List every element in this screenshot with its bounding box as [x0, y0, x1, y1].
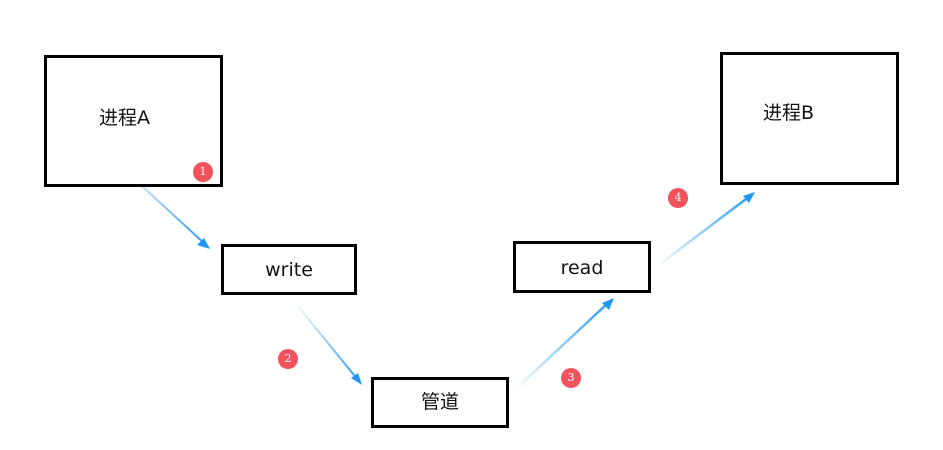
pipe-label: 管道 [420, 391, 459, 413]
process-a-label: 进程A [99, 107, 150, 129]
write-label: write [265, 259, 313, 281]
step-badge-1: 1 [193, 162, 213, 182]
read-label: read [560, 257, 604, 279]
process-a-box: 进程A [44, 55, 223, 187]
arrow-2 [296, 304, 362, 385]
pipe-box: 管道 [371, 377, 509, 428]
process-b-label: 进程B [763, 102, 815, 124]
step-badge-3: 3 [561, 368, 581, 388]
write-box: write [221, 244, 357, 295]
step-badge-4: 4 [668, 188, 688, 208]
process-b-box: 进程B [720, 52, 899, 185]
arrow-3 [518, 298, 614, 387]
read-box: read [513, 241, 651, 293]
step-badge-2: 2 [278, 349, 298, 369]
arrow-4 [659, 192, 755, 265]
